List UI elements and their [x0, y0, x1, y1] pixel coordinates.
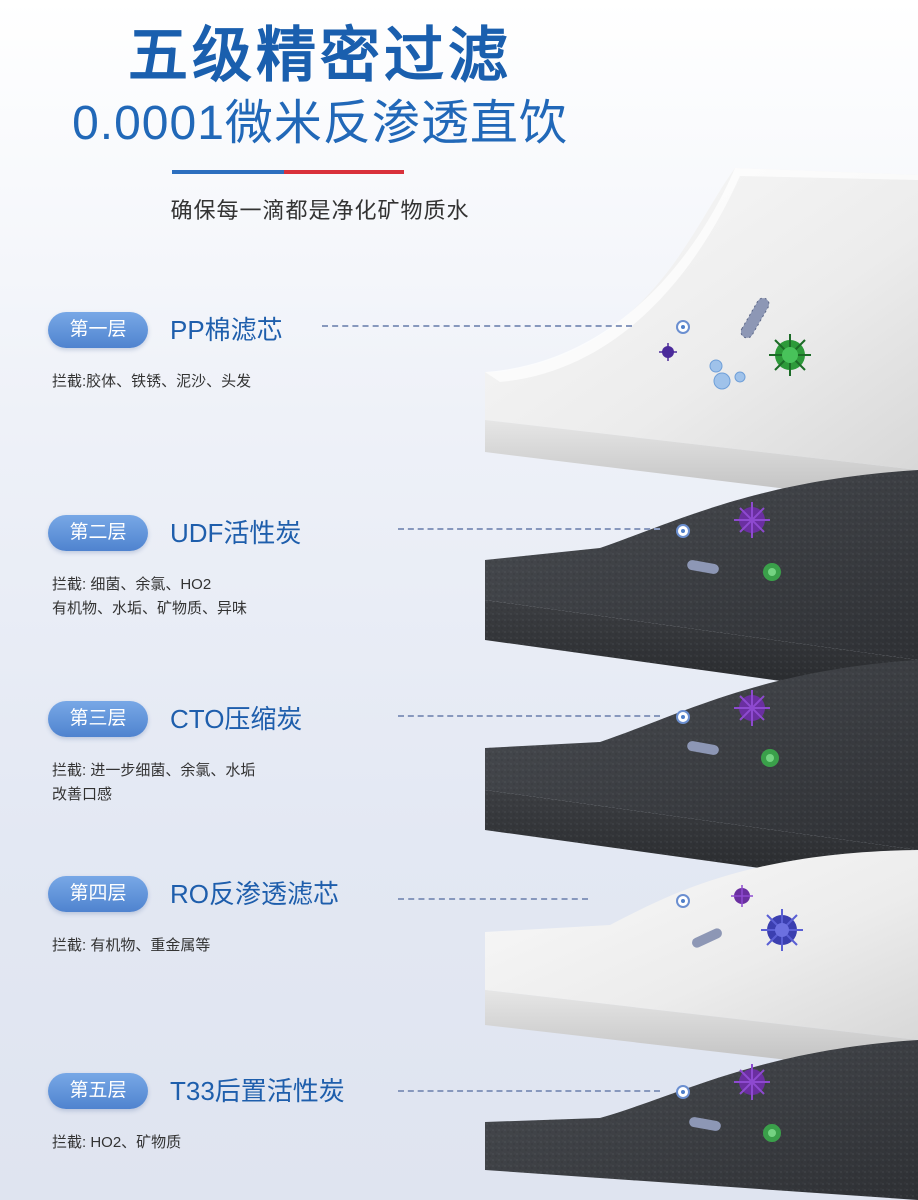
leader-line-5 [398, 1090, 660, 1092]
virus-icon [769, 334, 811, 376]
virus-icon [659, 343, 677, 361]
bacteria-icon [692, 928, 722, 948]
pointer-dot-icon [676, 1085, 690, 1099]
virus-icon [734, 1064, 770, 1100]
layer-4-sheet [485, 850, 918, 1075]
layer-1-name: PP棉滤芯 [170, 315, 283, 345]
layer-1-badge: 第一层 [48, 312, 148, 348]
intercept-line: 拦截: 有机物、重金属等 [52, 937, 211, 954]
layer-2-intercept: 拦截: 细菌、余氯、HO2 有机物、水垢、矿物质、异味 [52, 573, 247, 621]
intercept-line: 有机物、水垢、矿物质、异味 [52, 600, 248, 617]
intercept-line: 拦截: HO2、矿物质 [52, 1134, 182, 1151]
layer-5-name: T33后置活性炭 [170, 1076, 345, 1106]
layer-3-contaminants [687, 690, 779, 767]
title-divider-blue [172, 170, 284, 174]
layer-4-contaminants [692, 885, 803, 951]
layer-3-name: CTO压缩炭 [170, 704, 303, 734]
layer-4-intercept: 拦截: 有机物、重金属等 [52, 934, 210, 958]
leader-line-3 [398, 715, 660, 717]
pointer-dot-icon [676, 320, 690, 334]
bubble-icon [709, 359, 746, 390]
leader-line-4 [398, 898, 588, 900]
subheadline: 0.0001微米反渗透直饮 [72, 97, 568, 150]
tagline: 确保每一滴都是净化矿物质水 [170, 198, 470, 223]
bacteria-icon [689, 1117, 721, 1131]
layer-4-name: RO反渗透滤芯 [170, 879, 340, 909]
leader-line-2 [398, 528, 660, 530]
virus-icon [763, 563, 781, 581]
bacteria-icon [687, 560, 719, 574]
layer-5-contaminants [689, 1064, 781, 1142]
layer-5-badge: 第五层 [48, 1073, 148, 1109]
layer-1-intercept: 拦截:胶体、铁锈、泥沙、头发 [52, 370, 251, 394]
virus-icon [731, 885, 753, 907]
layer-1-contaminants [659, 297, 811, 390]
bacteria-icon [740, 297, 770, 339]
headline: 五级精密过滤 [128, 22, 512, 89]
title-divider-red [284, 170, 404, 174]
layer-3-badge: 第三层 [48, 701, 148, 737]
layer-2-contaminants [687, 502, 781, 581]
virus-icon [761, 749, 779, 767]
intercept-line: 改善口感 [52, 786, 113, 803]
bacteria-icon [687, 741, 719, 755]
layer-2-sheet [485, 470, 918, 700]
layer-5-intercept: 拦截: HO2、矿物质 [52, 1131, 181, 1155]
layer-1-sheet [485, 168, 918, 505]
leader-line-1 [322, 325, 632, 327]
layer-2-badge: 第二层 [48, 515, 148, 551]
layer-3-intercept: 拦截: 进一步细菌、余氯、水垢 改善口感 [52, 759, 255, 807]
virus-icon [734, 690, 770, 726]
pointer-dot-icon [676, 894, 690, 908]
intercept-line: 拦截:胶体、铁锈、泥沙、头发 [52, 373, 252, 390]
virus-icon [734, 502, 770, 538]
virus-icon [763, 1124, 781, 1142]
intercept-line: 拦截: 进一步细菌、余氯、水垢 [52, 762, 256, 779]
intercept-line: 拦截: 细菌、余氯、HO2 [52, 576, 212, 593]
layer-4-badge: 第四层 [48, 876, 148, 912]
pointer-dot-icon [676, 710, 690, 724]
pointer-dot-icon [676, 524, 690, 538]
virus-icon [761, 909, 803, 951]
layer-2-name: UDF活性炭 [170, 518, 302, 548]
